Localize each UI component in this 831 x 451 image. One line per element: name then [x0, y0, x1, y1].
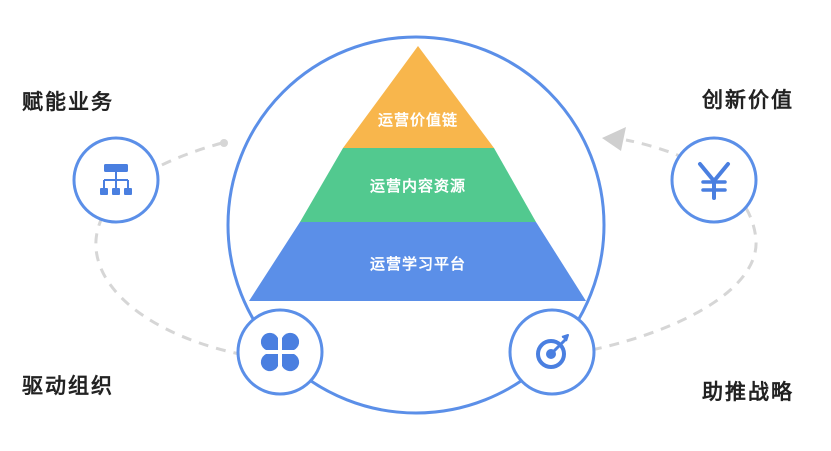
pyramid-tier-top: [343, 46, 494, 148]
target-icon: [508, 308, 596, 396]
pyramid-tier-bottom-label: 运营学习平台: [370, 255, 466, 273]
pyramid-tier-middle: [300, 148, 536, 222]
pyramid-tier-top-label: 运营价值链: [378, 111, 458, 129]
outcome-label-empower-business: 赋能业务: [22, 90, 114, 114]
outcome-label-boost-strategy: 助推战略: [702, 380, 794, 404]
outcome-label-innovate-value: 创新价值: [702, 88, 794, 112]
orbit-start-dot: [220, 139, 228, 147]
pyramid-tier-middle-label: 运营内容资源: [370, 177, 466, 195]
orbit-arrow-icon: [602, 127, 626, 151]
org-chart-icon: [72, 136, 160, 224]
yuan-icon: [670, 136, 758, 224]
outcome-label-drive-organization: 驱动组织: [22, 374, 114, 398]
four-petal-grid-icon: [236, 308, 324, 396]
pyramid-tier-bottom: [249, 222, 586, 301]
